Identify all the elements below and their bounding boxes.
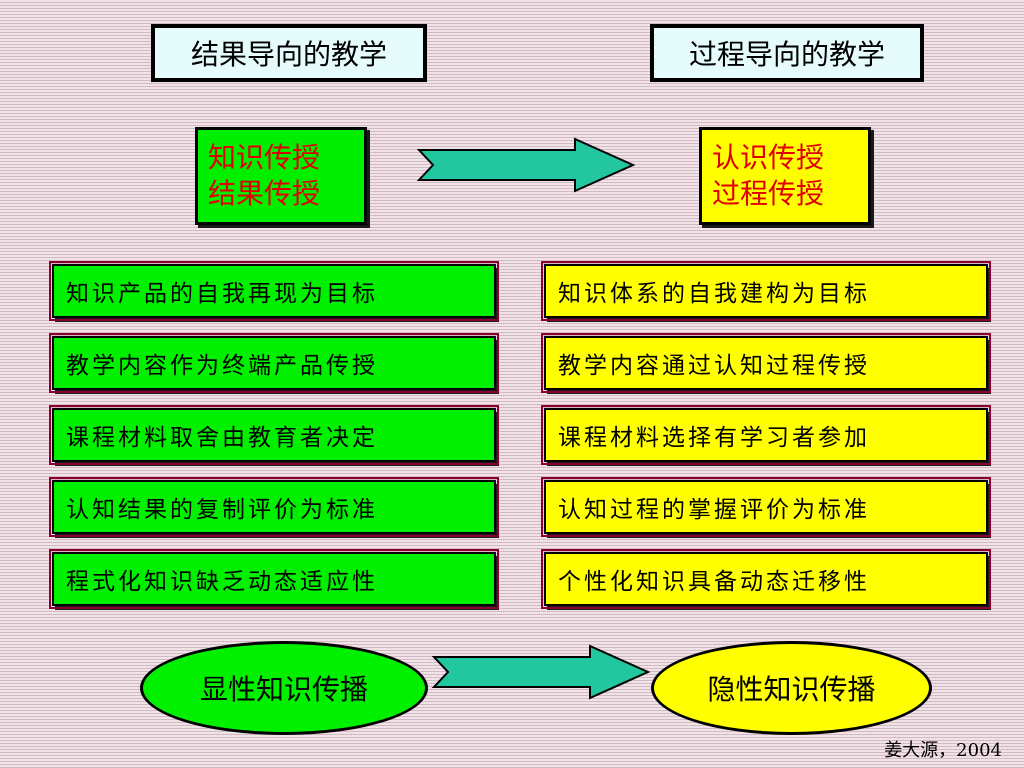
left-row-3: 课程材料取舍由教育者决定: [49, 405, 499, 465]
core-right-line1: 认识传授: [712, 141, 825, 174]
explicit-knowledge-ellipse: 显性知识传播: [140, 641, 428, 735]
left-row-5: 程式化知识缺乏动态适应性: [49, 549, 499, 609]
left-row-2: 教学内容作为终端产品传授: [49, 333, 499, 393]
tacit-knowledge-ellipse: 隐性知识传播: [651, 641, 932, 735]
right-row-2: 教学内容通过认知过程传授: [541, 333, 991, 393]
right-row-5: 个性化知识具备动态迁移性: [541, 549, 991, 609]
left-row-4: 认知结果的复制评价为标准: [49, 477, 499, 537]
core-box-left: 知识传授 结果传授: [195, 127, 367, 225]
right-row-4: 认知过程的掌握评价为标准: [541, 477, 991, 537]
transition-arrow-bottom: [431, 644, 651, 700]
core-box-right: 认识传授 过程传授: [699, 127, 871, 225]
left-row-1: 知识产品的自我再现为目标: [49, 261, 499, 321]
right-row-3: 课程材料选择有学习者参加: [541, 405, 991, 465]
core-left-line2: 结果传授: [208, 177, 321, 210]
header-process-oriented: 过程导向的教学: [650, 24, 924, 82]
core-right-line2: 过程传授: [712, 177, 825, 210]
transition-arrow-top: [416, 137, 636, 193]
right-row-1: 知识体系的自我建构为目标: [541, 261, 991, 321]
core-left-line1: 知识传授: [208, 141, 321, 174]
header-result-oriented: 结果导向的教学: [151, 24, 427, 82]
author-credit: 姜大源，2004: [884, 740, 1002, 761]
